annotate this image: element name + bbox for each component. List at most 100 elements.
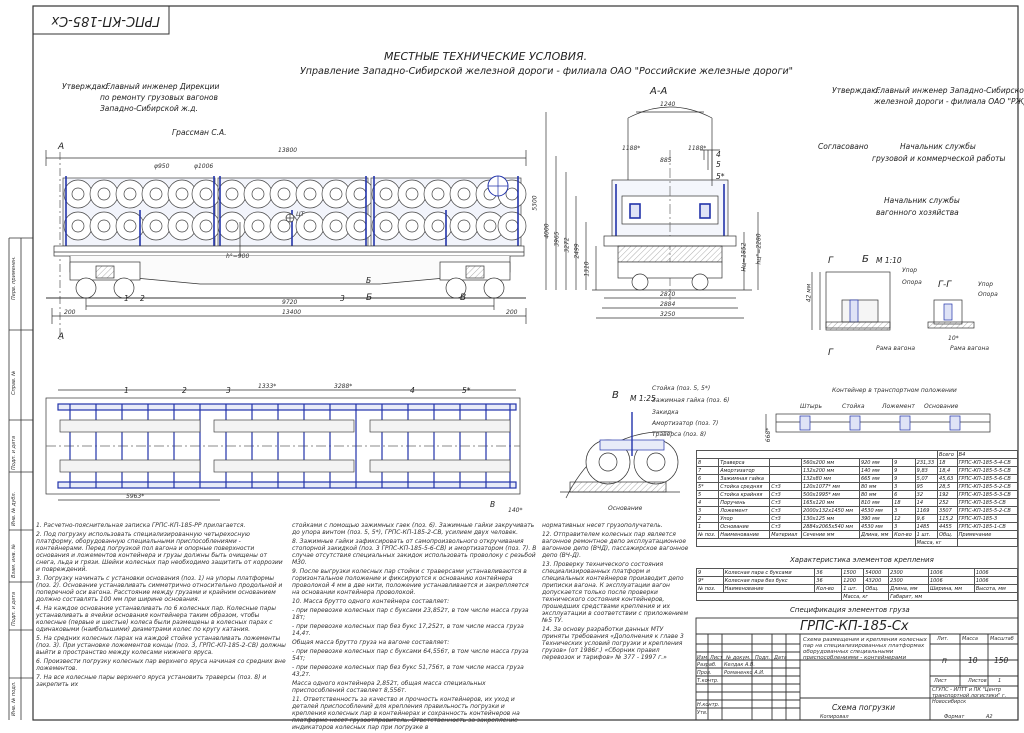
copy-label: Копировал: [820, 714, 849, 720]
marker-g: Г: [828, 348, 834, 358]
approve-line: по ремонту грузовых вагонов: [100, 93, 218, 102]
table-cell: 5*: [695, 482, 720, 491]
table-cell: 3: [892, 506, 916, 515]
table-cell: 1006: [927, 576, 975, 585]
callout: В: [490, 500, 496, 509]
note: нормативных несет грузополучатель.: [542, 522, 663, 529]
fastening-table-caption: Характеристика элементов крепления: [790, 556, 934, 564]
callout: 1: [124, 294, 129, 303]
table-cell: 1 шт.: [914, 530, 939, 539]
table-cell: 810 мм: [858, 498, 894, 507]
note: 2. Под погрузку использовать специализир…: [36, 531, 283, 573]
callout: Б: [366, 276, 372, 285]
table-cell: 14: [914, 498, 939, 507]
note: 3. Погрузку начинать с установки основан…: [36, 575, 283, 603]
notes-column-1: 1. Расчетно-пояснительная записка ГРПС-К…: [36, 522, 288, 690]
label-lock: Закидка: [652, 409, 679, 416]
doc-subtitle: Управление Западно-Сибирской железной до…: [300, 66, 794, 77]
label-stop: Упор: [902, 267, 918, 274]
table-cell: 192: [937, 490, 958, 499]
dim: hц°=2280: [755, 233, 763, 265]
table-cell: 12: [892, 514, 916, 523]
table-cell: Общ.: [863, 584, 890, 593]
person-role: Т.контр.: [697, 678, 719, 684]
table-cell: 6: [695, 474, 720, 483]
label-post: Стойка: [842, 403, 865, 410]
notes-column-3: нормативных несет грузополучатель. 12. О…: [542, 522, 690, 663]
table-cell: [769, 466, 803, 475]
table-cell: ГРПС-КП-185-5-5-СВ: [956, 466, 1019, 475]
view-v-label: В: [612, 390, 619, 401]
person-role: Пров.: [697, 670, 712, 676]
table-cell: 3507: [937, 506, 958, 515]
person-role: Утв.: [697, 710, 708, 716]
strip-label: Подп. и дата: [11, 435, 17, 470]
lit-value: п: [942, 656, 947, 665]
strip-label: Инв. № подл.: [11, 681, 17, 717]
dim: 3965: [553, 231, 561, 247]
note: 1. Расчетно-пояснительная записка ГРПС-К…: [36, 522, 246, 529]
table-cell: 4530 мм: [858, 522, 894, 531]
dim: φ1006: [194, 163, 214, 170]
table-cell: Колесная пара с буксами: [722, 568, 816, 577]
table-cell: 9,6: [914, 514, 939, 523]
cargo-table-caption: Спецификация элементов груза: [790, 606, 910, 614]
marker-a: А: [58, 332, 65, 342]
table-cell: Поручень: [718, 498, 771, 507]
table-cell: 18: [937, 458, 958, 467]
table-cell: 18,4: [937, 466, 958, 475]
table-cell: 80 мм: [858, 490, 894, 499]
table-cell: Масса, кг: [914, 538, 958, 547]
section-a-a-label: А-А: [650, 86, 668, 97]
approve-line: Главный инженер Западно-Сибирской: [876, 86, 1024, 95]
table-cell: Основание: [718, 522, 771, 531]
table-cell: Сечение мм: [801, 530, 860, 539]
header-cell: Всего: [937, 450, 958, 459]
title-block-frame: [695, 617, 1019, 721]
table-cell: Амортизатор: [718, 466, 771, 475]
sheets-label: Листов: [968, 678, 987, 684]
marker-b: Б: [366, 293, 373, 303]
table-cell: Ст3: [769, 498, 803, 507]
table-cell: Зажимная гайка: [718, 474, 771, 483]
label-pin: Штырь: [800, 403, 822, 410]
table-cell: 2884x2065x540 мм: [801, 522, 860, 531]
table-cell: ГРПС-КП-185-5-3-СВ: [956, 490, 1019, 499]
label-nut: Зажимная гайка (поз. 6): [652, 397, 730, 404]
table-cell: 231,33: [914, 458, 939, 467]
table-cell: 165x120 мм: [801, 498, 860, 507]
table-cell: Ст3: [769, 522, 803, 531]
table-cell: Ст3: [769, 482, 803, 491]
table-cell: 32: [914, 490, 939, 499]
approve-line: железной дороги - филиала ОАО "РЖД": [874, 97, 1024, 106]
table-cell: Примечание: [956, 530, 1019, 539]
rev-header: Изм.: [697, 655, 709, 661]
person-role: Разраб.: [697, 662, 717, 668]
dim: 13800: [278, 147, 298, 154]
table-cell: 665 мм: [858, 474, 894, 483]
table-cell: Колесная пара без букс: [722, 576, 816, 585]
sheet-frame: [32, 5, 1019, 721]
dim: φ950: [154, 163, 170, 170]
table-cell: Высота, мм: [973, 584, 1019, 593]
label-base: Основание: [924, 403, 959, 410]
view-v-scale: М 1:25: [630, 394, 656, 403]
wheelset-group-2: [217, 177, 375, 247]
dim: 885: [660, 157, 672, 164]
note: 11. Ответственность за качество и прочно…: [292, 696, 520, 731]
table-cell: 36: [814, 568, 843, 577]
section-a-a: [545, 106, 759, 319]
table-cell: Упор: [718, 514, 771, 523]
note: 13. Проверку технического состояния спец…: [542, 561, 688, 624]
table-cell: 6: [892, 490, 916, 499]
container-transport: [765, 413, 991, 433]
rev-header: Лист: [710, 655, 723, 661]
table-cell: 9: [696, 568, 724, 577]
table-cell: 3: [892, 482, 916, 491]
